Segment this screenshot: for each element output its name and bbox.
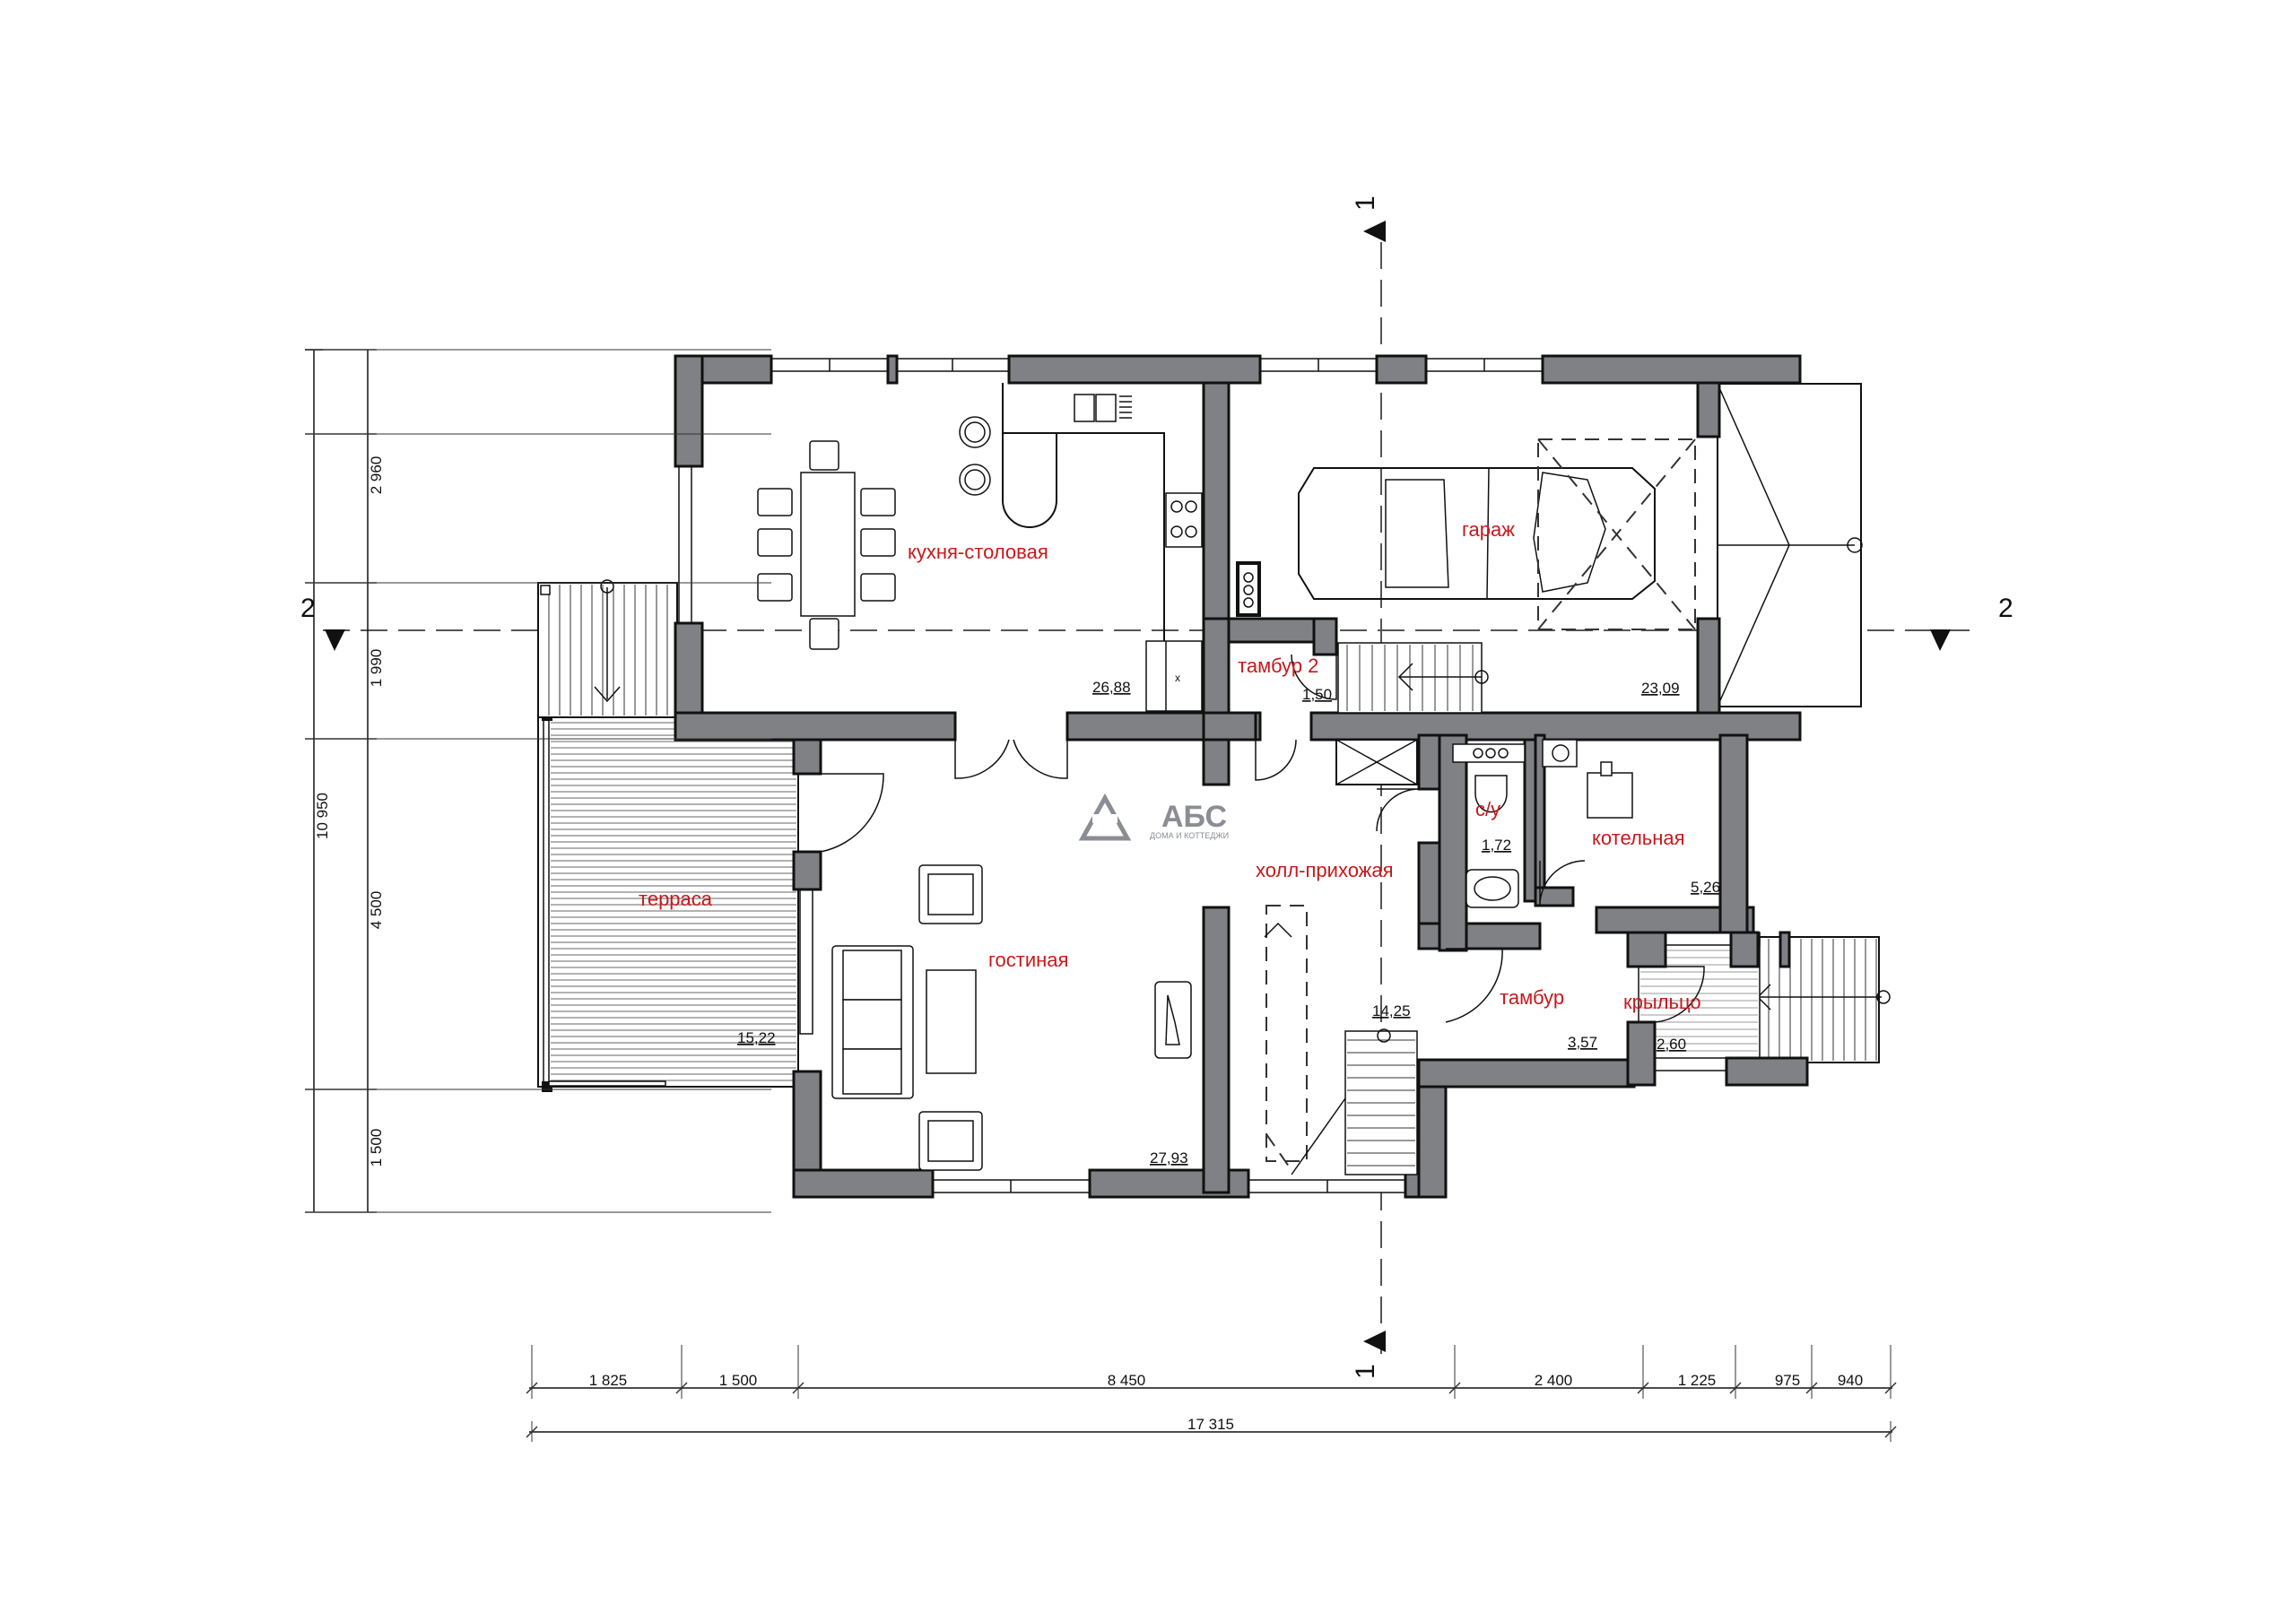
room-label-hall: холл-прихожая — [1256, 859, 1394, 881]
dining-table — [800, 472, 856, 617]
tambur2-stairs — [1337, 642, 1489, 714]
room-label-garage: гараж — [1462, 518, 1515, 541]
room-area-vestibule2: 1,50 — [1302, 686, 1332, 703]
dim-bottom-1: 1 825 — [589, 1372, 628, 1389]
room-label-boiler: котельная — [1592, 827, 1685, 849]
terrace-boards — [551, 722, 796, 1081]
dim-bottom-5: 1 225 — [1678, 1372, 1717, 1389]
room-label-wc: с/у — [1475, 798, 1500, 820]
section-arrow-left — [325, 629, 345, 651]
room-area-kitchen: 26,88 — [1092, 679, 1131, 696]
left-dimensions: 10 950 2 960 1 990 4 500 1 500 — [305, 349, 771, 1213]
terrace-stairs — [548, 585, 668, 716]
walls — [674, 354, 1809, 1199]
terrace — [537, 579, 799, 1092]
room-label-vestibule: тамбур — [1500, 986, 1564, 1009]
wc-fixtures — [1452, 739, 1633, 908]
dim-left-total: 10 950 — [314, 793, 331, 839]
porch-steps — [1768, 939, 1877, 1061]
living-furniture — [831, 864, 1192, 1171]
dim-bottom-total: 17 315 — [1187, 1416, 1234, 1433]
garage-canopy — [1717, 383, 1863, 707]
section-label-left: 2 — [300, 594, 316, 623]
svg-text:x: x — [1175, 672, 1180, 684]
bottom-dimensions: 1 825 1 500 8 450 2 400 1 225 975 940 17… — [526, 1345, 1897, 1442]
doors — [820, 654, 1705, 1023]
room-labels: кухня-столовая 26,88 гараж 23,09 тамбур … — [639, 518, 1720, 1167]
room-area-living: 27,93 — [1150, 1149, 1188, 1167]
room-area-garage: 23,09 — [1641, 680, 1680, 697]
dim-bottom-4: 2 400 — [1535, 1372, 1573, 1389]
room-area-boiler: 5,26 — [1691, 879, 1720, 896]
room-label-vestibule2: тамбур 2 — [1238, 655, 1318, 677]
dim-bottom-2: 1 500 — [719, 1372, 758, 1389]
section-label-bottom: 1 — [1351, 1364, 1380, 1379]
section-arrow-top — [1363, 221, 1386, 242]
room-label-terrace: терраса — [639, 888, 713, 910]
logo: АБС ДОМА И КОТТЕДЖИ — [1078, 793, 1229, 841]
room-label-porch: крыльцо — [1623, 991, 1701, 1013]
kitchen-furniture: x — [757, 383, 1203, 713]
room-area-wc: 1,72 — [1482, 837, 1511, 854]
dim-left-1: 2 960 — [368, 456, 385, 495]
section-label-right: 2 — [1998, 594, 2013, 623]
dim-left-2: 1 990 — [368, 649, 385, 688]
section-arrow-right — [1930, 629, 1951, 651]
room-area-terrace: 15,22 — [737, 1029, 776, 1046]
dim-bottom-3: 8 450 — [1108, 1372, 1146, 1389]
car-icon — [1298, 467, 1656, 600]
logo-tagline: ДОМА И КОТТЕДЖИ — [1150, 831, 1229, 840]
hall-furniture — [1264, 739, 1418, 1175]
garage-furniture — [1236, 438, 1696, 630]
dim-left-4: 1 500 — [368, 1129, 385, 1167]
section-arrow-bottom — [1363, 1331, 1386, 1352]
room-area-hall: 14,25 — [1372, 1002, 1411, 1019]
section-label-top: 1 — [1351, 195, 1380, 211]
room-area-porch: 2,60 — [1657, 1036, 1686, 1053]
room-label-kitchen: кухня-столовая — [908, 541, 1048, 563]
dim-left-3: 4 500 — [368, 891, 385, 930]
sink-lines — [1119, 395, 1132, 419]
room-area-vestibule: 3,57 — [1568, 1034, 1597, 1051]
logo-name: АБС — [1161, 800, 1227, 834]
dim-bottom-7: 940 — [1838, 1372, 1863, 1389]
dim-bottom-6: 975 — [1775, 1372, 1800, 1389]
room-label-living: гостиная — [988, 949, 1068, 971]
